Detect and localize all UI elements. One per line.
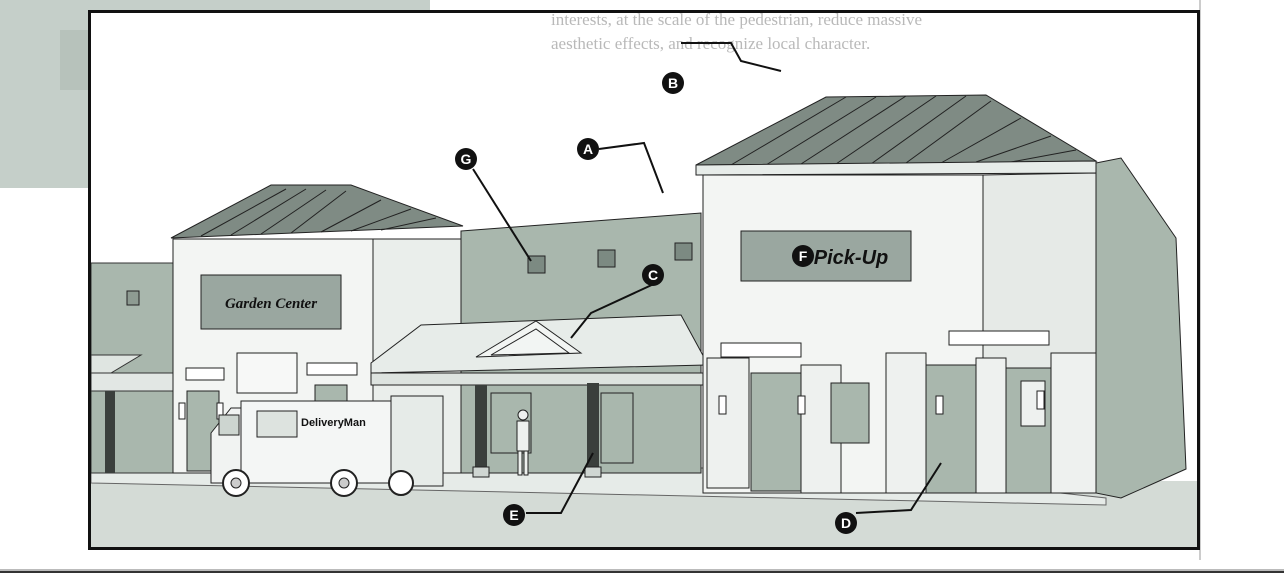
callout-F: F [792, 245, 814, 267]
window [598, 250, 615, 267]
svg-text:E: E [509, 507, 518, 523]
callout-A: A [577, 138, 599, 160]
storefront-window [751, 373, 801, 491]
svg-text:G: G [461, 151, 472, 167]
pick-up-sign: Pick-Up [814, 247, 888, 269]
callout-E: E [503, 504, 525, 526]
callout-D: D [835, 512, 857, 534]
doorway [237, 353, 297, 393]
column [105, 391, 115, 473]
truck-label: DeliveryMan [301, 417, 366, 429]
svg-text:C: C [648, 267, 658, 283]
pick-up-roof [696, 95, 1096, 165]
callout-G: G [455, 148, 477, 170]
window [675, 243, 692, 260]
column [475, 385, 487, 475]
svg-text:D: D [841, 515, 851, 531]
side-wall [1096, 158, 1186, 498]
callout-B: B [662, 72, 684, 94]
bleed-text-line-1: interests, at the scale of the pedestria… [551, 13, 922, 29]
svg-text:A: A [583, 141, 593, 157]
window [127, 291, 139, 305]
delivery-truck [211, 396, 443, 496]
garden-center-roof [171, 185, 463, 238]
svg-text:F: F [799, 248, 808, 264]
callout-C: C [642, 264, 664, 286]
storefront-illustration: interests, at the scale of the pedestria… [91, 13, 1197, 547]
svg-text:B: B [668, 75, 678, 91]
garden-center-sign: Garden Center [225, 296, 317, 312]
illustration-frame: interests, at the scale of the pedestria… [88, 10, 1200, 550]
